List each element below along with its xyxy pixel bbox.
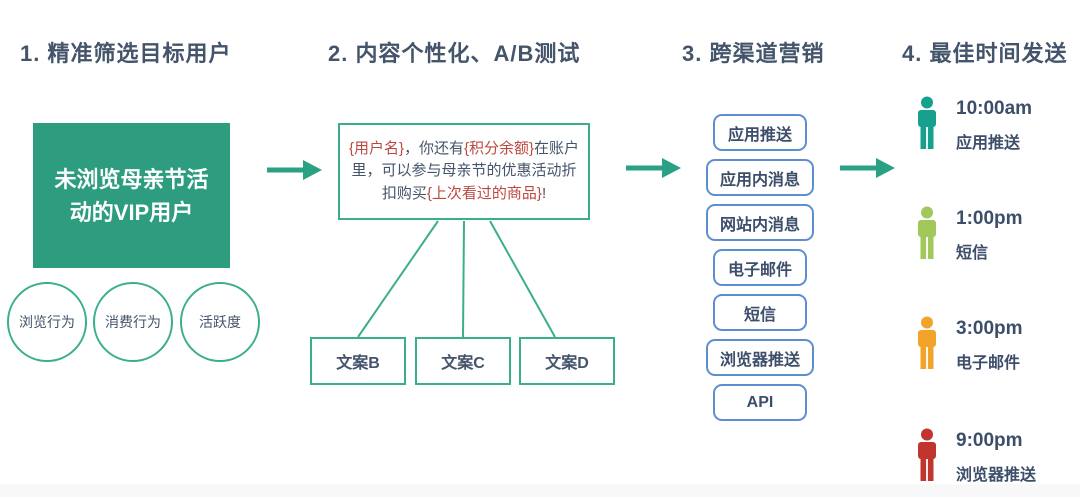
schedule-channel: 电子邮件: [956, 355, 1021, 372]
schedule-time: 9:00pm: [956, 430, 1023, 451]
person-icon: [918, 206, 936, 259]
placeholder-last-viewed-item: {上次看过的商品}: [426, 184, 542, 202]
step3-title: 3. 跨渠道营销: [682, 41, 825, 66]
schedule-channel: 浏览器推送: [956, 467, 1037, 484]
arrow-right-icon: [624, 157, 682, 184]
variant-box-b: 文案B: [310, 337, 406, 385]
schedule-time: 10:00am: [956, 98, 1033, 119]
schedule-item: 3:00pm 电子邮件: [914, 316, 1023, 373]
arrow-right-icon: [838, 157, 896, 184]
channel-onsite-message: 网站内消息: [705, 204, 814, 241]
channel-api: API: [713, 384, 807, 421]
placeholder-username: {用户名}: [348, 139, 404, 157]
channel-in-app-message: 应用内消息: [705, 159, 814, 196]
personalized-message-box: {用户名}，你还有{积分余额}在账户里，可以参与母亲节的优惠活动折扣购买{上次看…: [338, 123, 590, 220]
placeholder-points-balance: {积分余额}: [464, 139, 535, 157]
arrow-right-icon: [265, 159, 323, 186]
target-audience-box: 未浏览母亲节活动的VIP用户: [33, 123, 230, 268]
step4-title: 4. 最佳时间发送: [902, 41, 1068, 66]
criterion-circle-consumption: 消费行为: [93, 282, 173, 362]
schedule-item: 1:00pm 短信: [914, 206, 1023, 263]
message-text: {用户名}，你还有{积分余额}在账户里，可以参与母亲节的优惠活动折扣购买{上次看…: [348, 139, 580, 202]
criterion-circle-browsing: 浏览行为: [7, 282, 87, 362]
variant-box-d: 文案D: [519, 337, 615, 385]
person-icon: [918, 428, 936, 481]
schedule-item: 10:00am 应用推送: [914, 96, 1032, 153]
schedule-time: 3:00pm: [956, 318, 1023, 339]
step2-title: 2. 内容个性化、A/B测试: [328, 41, 581, 66]
person-icon: [918, 316, 936, 369]
schedule-item: 9:00pm 浏览器推送: [914, 428, 1036, 485]
step1-title: 1. 精准筛选目标用户: [20, 41, 232, 66]
criterion-circle-activity: 活跃度: [180, 282, 260, 362]
variant-connector-lines: [300, 220, 620, 343]
schedule-channel: 短信: [956, 245, 989, 262]
channel-browser-push: 浏览器推送: [705, 339, 814, 376]
schedule-channel: 应用推送: [956, 135, 1021, 152]
bottom-edge-strip: [0, 484, 1080, 497]
person-icon: [918, 96, 936, 149]
channel-list: 应用推送 应用内消息 网站内消息 电子邮件 短信 浏览器推送 API: [698, 114, 822, 421]
schedule-time: 1:00pm: [956, 208, 1023, 229]
channel-email: 电子邮件: [713, 249, 807, 286]
variant-box-c: 文案C: [415, 337, 511, 385]
channel-app-push: 应用推送: [713, 114, 807, 151]
channel-sms: 短信: [713, 294, 807, 331]
